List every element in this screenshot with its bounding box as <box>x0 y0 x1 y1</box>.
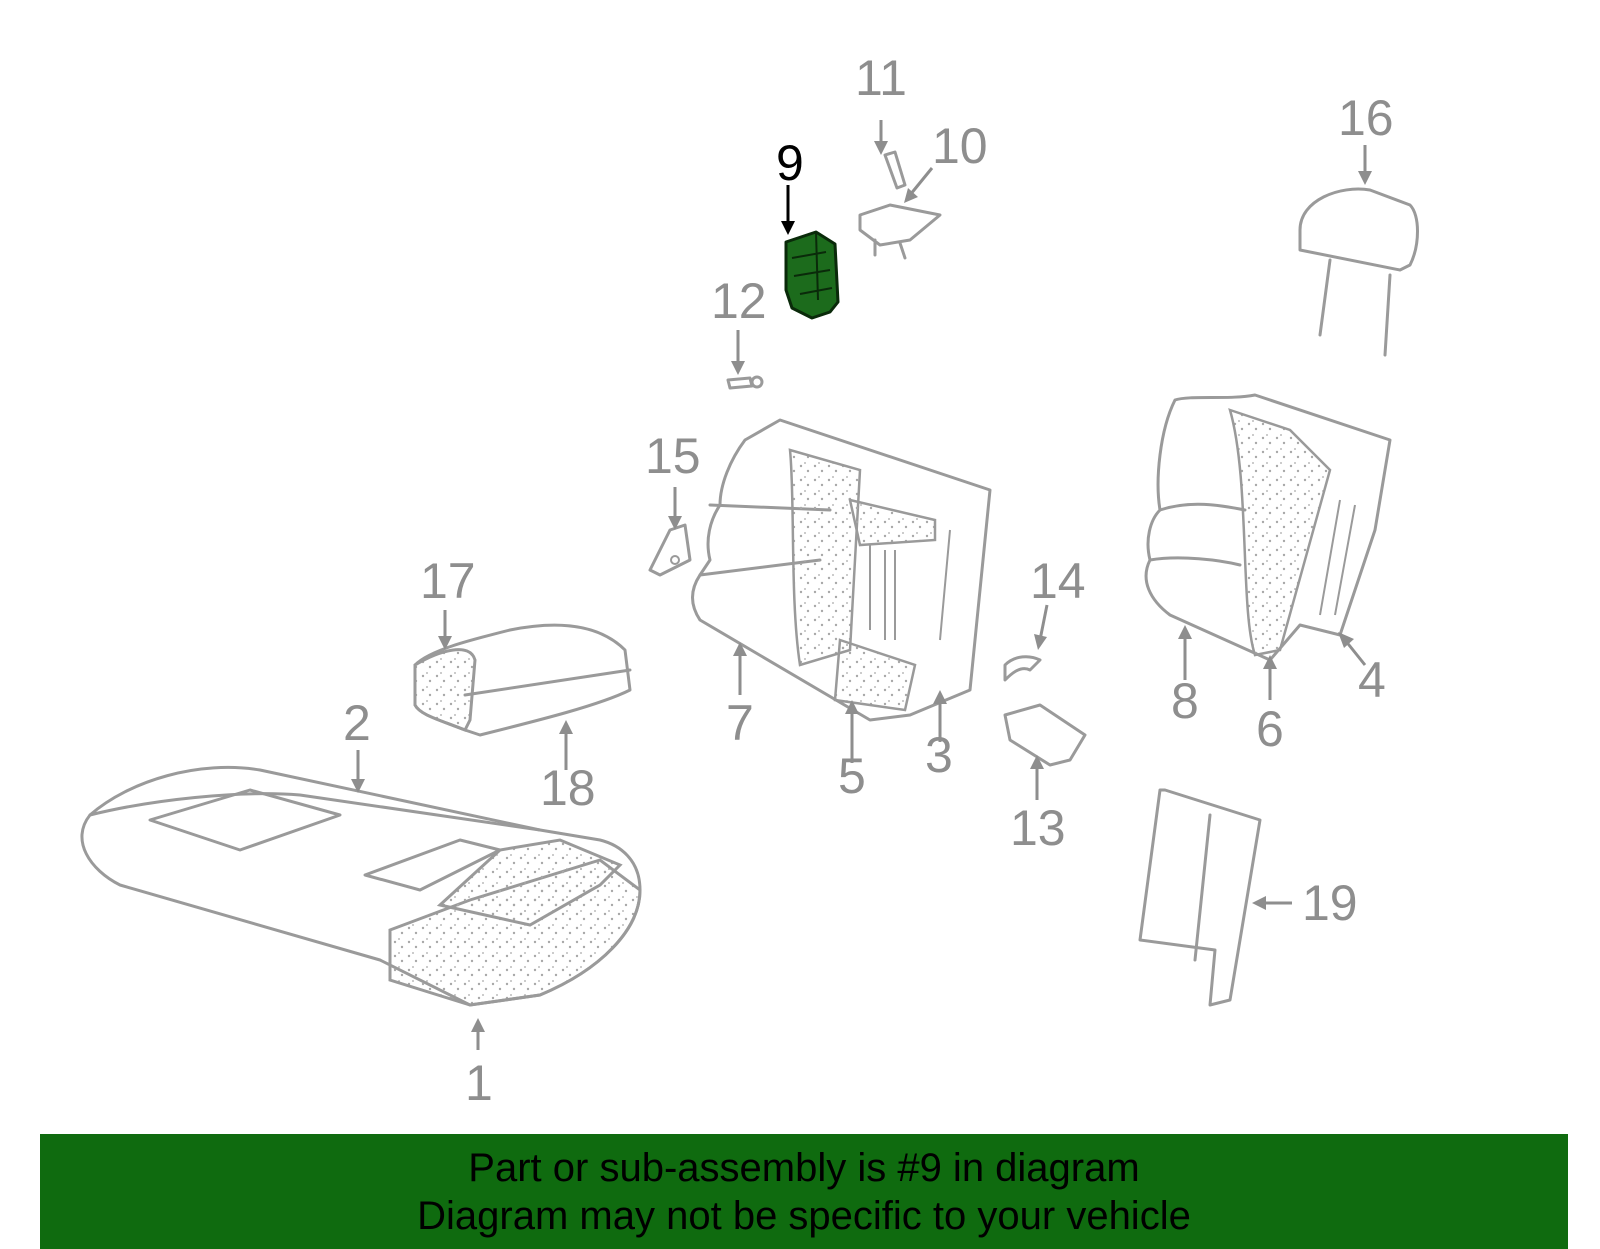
callout-1: 1 <box>465 1055 493 1111</box>
callout-14: 14 <box>1030 553 1086 609</box>
callout-19: 19 <box>1302 875 1358 931</box>
info-banner: Part or sub-assembly is #9 in diagram Di… <box>40 1134 1568 1249</box>
small-bracket <box>648 523 692 577</box>
callout-16: 16 <box>1338 90 1394 146</box>
callout-3: 3 <box>925 727 953 783</box>
callout-11: 11 <box>855 50 907 106</box>
armrest <box>413 623 632 737</box>
callout-2: 2 <box>343 695 371 751</box>
callout-8: 8 <box>1171 673 1199 729</box>
callout-numbers: 1 2 3 4 5 6 7 8 9 10 11 12 13 14 15 16 1… <box>343 50 1394 1111</box>
callout-18: 18 <box>540 760 596 816</box>
callout-6: 6 <box>1256 701 1284 757</box>
callout-5: 5 <box>838 748 866 804</box>
callout-9: 9 <box>776 135 804 191</box>
hinge-bracket <box>1003 655 1087 767</box>
callout-15: 15 <box>645 428 701 484</box>
seat-cushion <box>80 766 642 1007</box>
callout-arrows <box>351 120 1372 1050</box>
seat-back-left <box>691 418 992 722</box>
headrest <box>1298 187 1419 357</box>
callout-4: 4 <box>1358 652 1386 708</box>
callout-12: 12 <box>711 273 767 329</box>
highlighted-part-9 <box>784 230 840 320</box>
latch-cup <box>858 150 942 260</box>
bolt <box>726 375 764 390</box>
trim-panel <box>1138 788 1262 1007</box>
banner-line-1: Part or sub-assembly is #9 in diagram <box>468 1146 1140 1190</box>
callout-10: 10 <box>932 118 988 174</box>
callout-17: 17 <box>420 553 476 609</box>
callout-7: 7 <box>726 695 754 751</box>
callout-13: 13 <box>1010 800 1066 856</box>
seat-back-right <box>1144 393 1392 662</box>
banner-line-2: Diagram may not be specific to your vehi… <box>417 1194 1191 1238</box>
